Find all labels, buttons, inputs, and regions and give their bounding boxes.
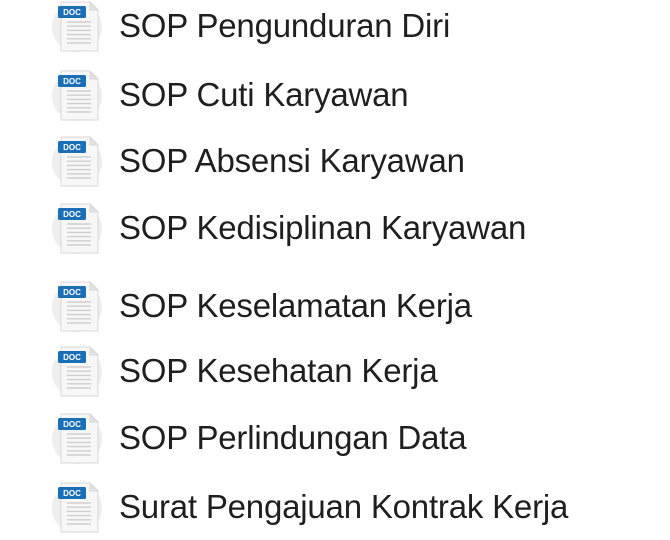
document-item-sop-absensi-karyawan[interactable]: DOC SOP Absensi Karyawan	[52, 133, 465, 189]
svg-text:DOC: DOC	[63, 143, 81, 152]
svg-text:DOC: DOC	[63, 8, 81, 17]
document-item-sop-perlindungan-data[interactable]: DOC SOP Perlindungan Data	[52, 410, 467, 466]
document-item-sop-kesehatan-kerja[interactable]: DOC SOP Kesehatan Kerja	[52, 343, 438, 399]
document-item-sop-keselamatan-kerja[interactable]: DOC SOP Keselamatan Kerja	[52, 278, 472, 334]
document-label: Surat Pengajuan Kontrak Kerja	[119, 488, 569, 525]
document-item-sop-cuti-karyawan[interactable]: DOC SOP Cuti Karyawan	[52, 67, 409, 123]
document-label: SOP Perlindungan Data	[119, 419, 467, 456]
document-item-sop-pengunduran-diri[interactable]: DOC SOP Pengunduran Diri	[52, 0, 450, 54]
doc-file-icon: DOC	[52, 410, 104, 466]
svg-text:DOC: DOC	[63, 210, 81, 219]
doc-file-icon: DOC	[52, 0, 104, 54]
svg-text:DOC: DOC	[63, 288, 81, 297]
doc-file-icon: DOC	[52, 133, 104, 189]
document-label: SOP Kesehatan Kerja	[119, 352, 438, 389]
svg-text:DOC: DOC	[63, 77, 81, 86]
document-item-surat-pengajuan-kontrak-kerja[interactable]: DOC Surat Pengajuan Kontrak Kerja	[52, 479, 568, 535]
document-label: SOP Pengunduran Diri	[119, 7, 451, 44]
doc-file-icon: DOC	[52, 278, 104, 334]
doc-file-icon: DOC	[52, 343, 104, 399]
document-label: SOP Absensi Karyawan	[119, 142, 465, 179]
doc-file-icon: DOC	[52, 479, 104, 535]
document-item-sop-kedisiplinan-karyawan[interactable]: DOC SOP Kedisiplinan Karyawan	[52, 200, 526, 256]
document-label: SOP Keselamatan Kerja	[119, 287, 472, 324]
svg-text:DOC: DOC	[63, 353, 81, 362]
svg-text:DOC: DOC	[63, 420, 81, 429]
svg-text:DOC: DOC	[63, 489, 81, 498]
doc-file-icon: DOC	[52, 200, 104, 256]
document-label: SOP Kedisiplinan Karyawan	[119, 209, 527, 246]
document-label: SOP Cuti Karyawan	[119, 76, 409, 113]
doc-file-icon: DOC	[52, 67, 104, 123]
